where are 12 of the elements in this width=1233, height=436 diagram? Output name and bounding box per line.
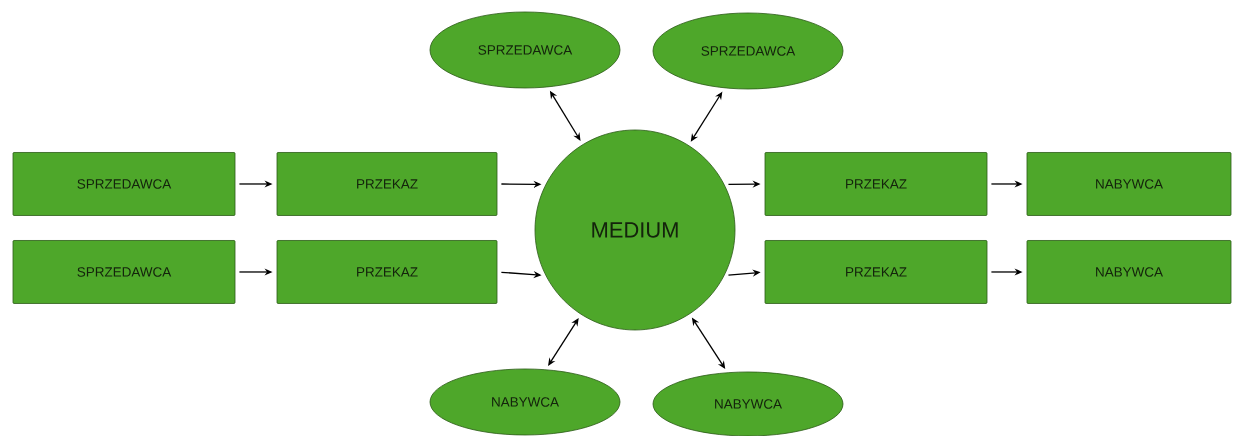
process-box: SPRZEDAWCA (12, 152, 236, 216)
process-box: PRZEKAZ (764, 152, 988, 216)
process-box: PRZEKAZ (276, 152, 498, 216)
process-box: NABYWCA (1026, 240, 1232, 304)
process-box: NABYWCA (1026, 152, 1232, 216)
process-box: PRZEKAZ (764, 240, 988, 304)
process-box: SPRZEDAWCA (12, 240, 236, 304)
ellipse-node: NABYWCA (652, 371, 844, 436)
process-box: PRZEKAZ (276, 240, 498, 304)
ellipse-node: SPRZEDAWCA (429, 11, 621, 89)
ellipse-node: SPRZEDAWCA (652, 12, 844, 90)
ellipse-node: NABYWCA (429, 368, 621, 436)
